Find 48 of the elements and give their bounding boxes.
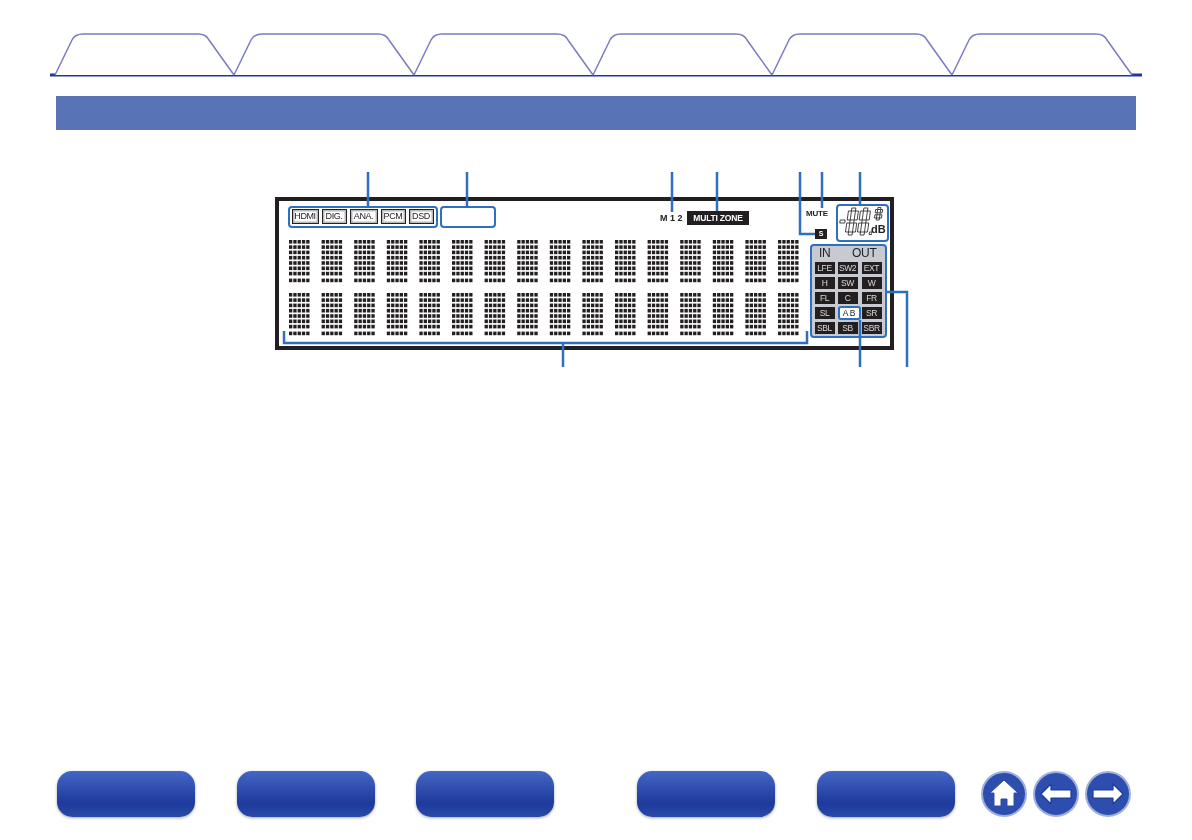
leader-line: [282, 329, 809, 369]
input-indicator: ANA.: [349, 209, 378, 224]
leader-line: [465, 172, 469, 206]
title-bar: [56, 96, 1136, 130]
leader-line: [366, 172, 370, 206]
channel-indicator: W: [861, 276, 882, 289]
channel-indicator: FL: [814, 291, 835, 304]
display-panel: [275, 197, 894, 350]
unit-label: dB: [871, 223, 886, 236]
input-indicator: HDMI: [291, 209, 319, 224]
channel-indicator: SW: [837, 276, 858, 289]
channel-indicator: SW2: [837, 261, 858, 274]
speaker-indicator: A B: [837, 305, 861, 320]
mute-indicator: MUTE: [806, 208, 828, 219]
nav-tab: [55, 33, 234, 75]
channel-indicator: SL: [814, 306, 835, 319]
channel-indicator: FR: [861, 291, 882, 304]
panel-heading: OUT: [852, 247, 877, 260]
leader-line: [670, 172, 674, 212]
channel-panel: [810, 244, 887, 338]
indicator-text: M 1 2: [660, 212, 683, 224]
panel-heading: IN: [819, 247, 831, 260]
leader-line: [798, 172, 815, 236]
nav-tab: [593, 33, 772, 75]
highlight-frame: [440, 206, 496, 228]
nav-tab: [952, 33, 1132, 75]
highlight-frame: [288, 206, 438, 228]
channel-indicator: SB: [837, 321, 858, 334]
leader-line: [715, 172, 719, 211]
leader-line: [887, 290, 909, 367]
leader-line: [858, 172, 862, 204]
channel-indicator: SBR: [861, 321, 882, 334]
leader-line: [858, 320, 862, 367]
channel-indicator: SR: [861, 306, 882, 319]
input-indicator: DIG.: [321, 209, 347, 224]
input-indicator: DSD: [408, 209, 434, 224]
nav-tab: [414, 33, 593, 75]
channel-indicator: SBL: [814, 321, 835, 334]
nav-tab: [234, 33, 414, 75]
channel-indicator: H: [814, 276, 835, 289]
leader-line: [820, 172, 824, 208]
zone-indicator: MULTI ZONE: [687, 211, 749, 225]
input-indicator: PCM: [380, 209, 406, 224]
channel-indicator: LFE: [814, 261, 835, 274]
volume-display: [836, 204, 889, 242]
channel-indicator: EXT: [861, 261, 882, 274]
nav-tab: [772, 33, 952, 75]
channel-indicator: C: [837, 291, 858, 304]
